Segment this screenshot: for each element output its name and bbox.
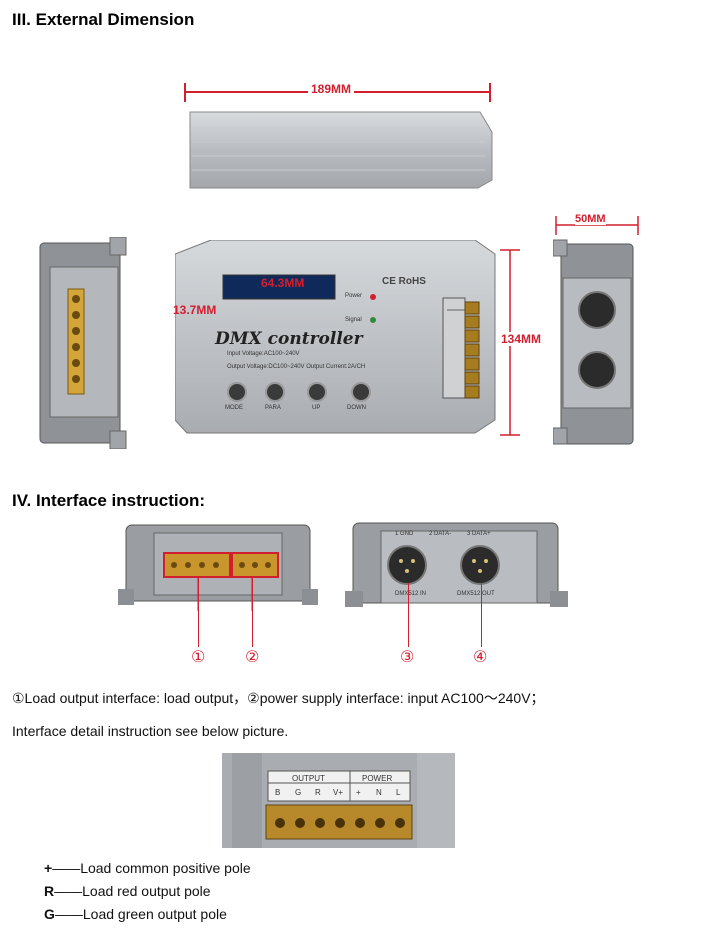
interface-detail-note: Interface detail instruction see below p… xyxy=(12,723,289,739)
detail-pin-r: R xyxy=(315,788,321,797)
button-label-up: UP xyxy=(312,405,321,411)
power-led-label: Power xyxy=(345,293,363,299)
left-side-drawing xyxy=(39,236,127,450)
dmx-side-photo: 1 GND 2 DATA- 3 DATA+ DMX512 IN DMX512 O… xyxy=(345,519,570,611)
terminal-detail-drawing xyxy=(222,753,455,848)
detail-pin-l: L xyxy=(396,788,401,797)
dmx-pin1-label: 1 GND xyxy=(395,531,414,537)
output-voltage-text: Output Voltage:DC100~240V Output Current… xyxy=(227,364,366,370)
brand-label: DMX controller xyxy=(215,329,363,349)
front-drawing xyxy=(174,239,520,436)
detail-pin-plus: + xyxy=(356,788,361,797)
detail-pin-vplus: V+ xyxy=(333,788,344,797)
button-label-mode: MODE xyxy=(225,405,243,411)
marker-line-2 xyxy=(252,577,253,647)
ce-rohs-mark: CE RoHS xyxy=(382,276,426,287)
legend-item-plus: +——Load common positive pole xyxy=(44,860,251,876)
dimension-height-label: 134MM xyxy=(501,332,542,346)
interface-description: ①Load output interface: load output，②pow… xyxy=(12,690,545,706)
legend-text: ——Load common positive pole xyxy=(52,860,251,876)
dmx-in-label: DMX512 IN xyxy=(395,591,427,597)
dimension-width-label: 189MM xyxy=(308,82,355,96)
dimension-lcd-width-label: 64.3MM xyxy=(261,276,305,290)
right-side-drawing xyxy=(552,216,639,445)
detail-power-label: POWER xyxy=(362,774,393,783)
marker-line-1 xyxy=(198,577,199,647)
dmx-out-label: DMX512 OUT xyxy=(457,591,495,597)
legend-key: R xyxy=(44,883,55,899)
marker-line-3 xyxy=(408,583,409,647)
dimension-lcd-height-label: 13.7MM xyxy=(173,303,217,317)
section-3-title: III. External Dimension xyxy=(12,10,195,29)
terminal-detail-photo: OUTPUT POWER B G R V+ + N L xyxy=(222,753,455,848)
input-voltage-text: Input Voltage:AC100~240V xyxy=(227,351,300,357)
left-side-view xyxy=(30,236,130,450)
top-view-figure: 189MM xyxy=(180,80,495,195)
legend-key: + xyxy=(44,860,53,876)
marker-2: ② xyxy=(245,647,260,666)
dmx-side-drawing xyxy=(345,522,568,607)
dmx-pin3-label: 3 DATA+ xyxy=(467,531,491,537)
detail-pin-b: B xyxy=(275,788,281,797)
dmx-pin2-label: 2 DATA- xyxy=(429,531,452,537)
detail-output-label: OUTPUT xyxy=(292,774,325,783)
dimension-depth-label: 50MM xyxy=(575,213,606,225)
detail-pin-n: N xyxy=(376,788,382,797)
legend-text: ——Load red output pole xyxy=(54,883,211,899)
legend-text: ——Load green output pole xyxy=(54,906,227,922)
right-side-view: 50MM xyxy=(552,210,643,448)
signal-led-label: Signal xyxy=(345,317,362,323)
legend-key: G xyxy=(44,906,55,922)
button-label-para: PARA xyxy=(265,405,281,411)
marker-3: ③ xyxy=(400,647,415,666)
terminal-side-photo xyxy=(118,519,318,645)
marker-4: ④ xyxy=(473,647,488,666)
section-4-title: IV. Interface instruction: xyxy=(12,491,206,510)
front-view: CE RoHS Power Signal DMX controller Inpu… xyxy=(173,239,555,445)
terminal-side-drawing xyxy=(118,524,318,645)
button-label-down: DOWN xyxy=(347,405,366,411)
marker-line-4 xyxy=(481,583,482,647)
detail-pin-g: G xyxy=(295,788,302,797)
legend-item-r: R——Load red output pole xyxy=(44,883,211,899)
top-view-drawing xyxy=(184,83,493,189)
marker-1: ① xyxy=(191,647,206,666)
legend-item-g: G——Load green output pole xyxy=(44,906,227,922)
